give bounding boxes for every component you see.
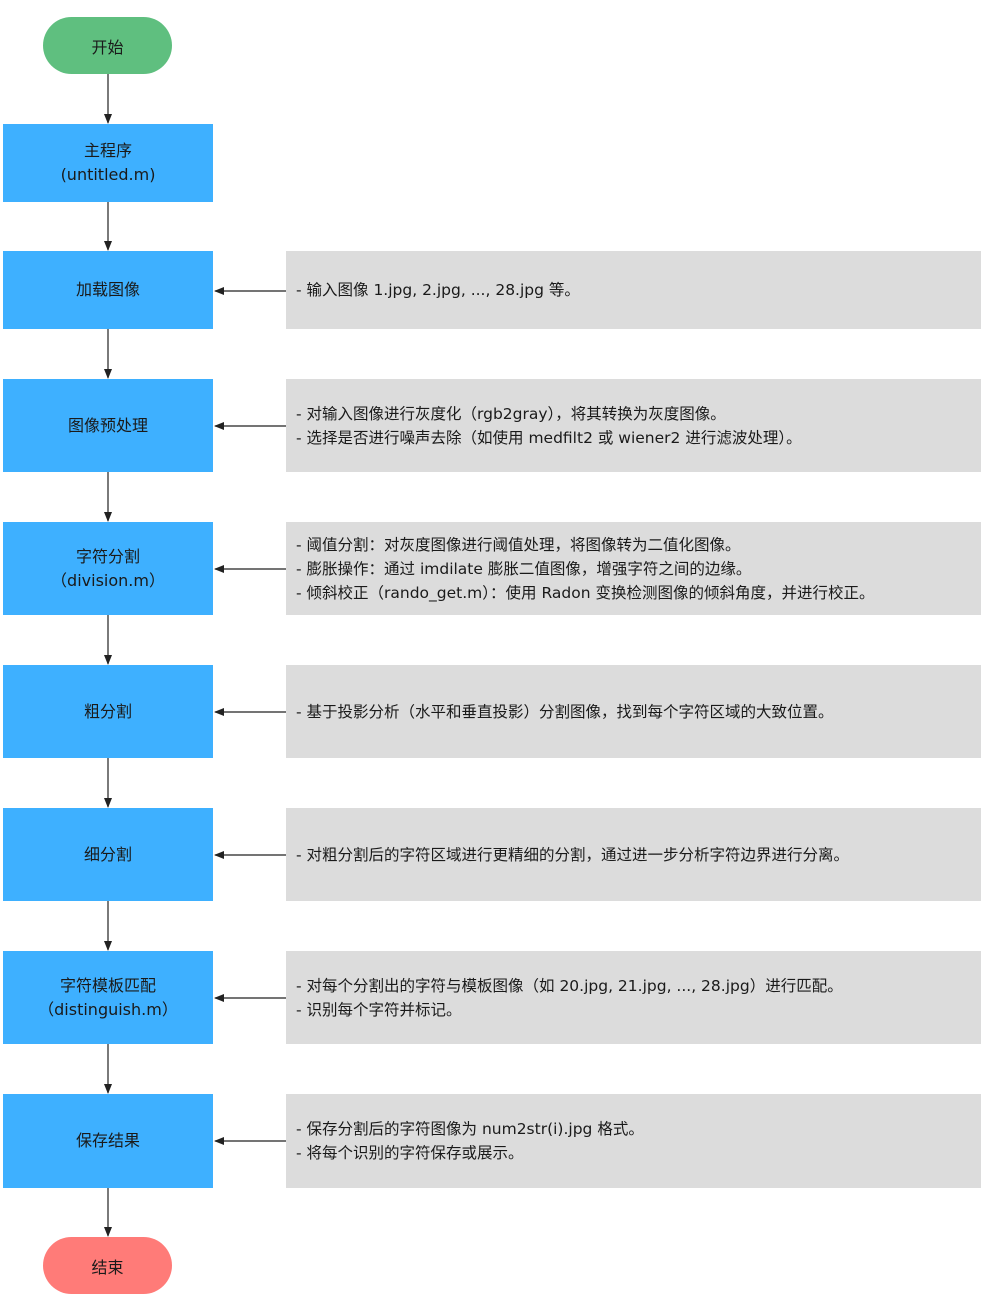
note-fine-segmentation: - 对粗分割后的字符区域进行更精细的分割，通过进一步分析字符边界进行分离。	[286, 808, 981, 901]
step-char-segmentation: 字符分割 （division.m）	[3, 522, 213, 615]
step-title: 加载图像	[75, 280, 140, 299]
step-title: 保存结果	[75, 1131, 140, 1150]
note-load-image: - 输入图像 1.jpg, 2.jpg, ..., 28.jpg 等。	[286, 251, 981, 329]
note-line: - 识别每个字符并标记。	[296, 1000, 462, 1019]
note-coarse-segmentation: - 基于投影分析（水平和垂直投影）分割图像，找到每个字符区域的大致位置。	[286, 665, 981, 758]
step-main-program: 主程序 (untitled.m)	[3, 124, 213, 202]
start-label: 开始	[91, 37, 124, 57]
note-line: - 对粗分割后的字符区域进行更精细的分割，通过进一步分析字符边界进行分离。	[296, 845, 850, 864]
step-save-results: 保存结果	[3, 1094, 213, 1188]
step-title: 图像预处理	[67, 415, 148, 435]
step-template-matching: 字符模板匹配 （distinguish.m）	[3, 951, 213, 1044]
note-preprocess: - 对输入图像进行灰度化（rgb2gray），将其转换为灰度图像。 - 选择是否…	[286, 379, 981, 472]
step-load-image: 加载图像	[3, 251, 213, 329]
step-title: 字符分割	[75, 546, 140, 566]
step-title: 细分割	[83, 844, 132, 864]
note-line: - 对输入图像进行灰度化（rgb2gray），将其转换为灰度图像。	[296, 404, 726, 423]
note-line: - 对每个分割出的字符与模板图像（如 20.jpg, 21.jpg, ..., …	[296, 976, 843, 995]
step-coarse-segmentation: 粗分割	[3, 665, 213, 758]
note-char-segmentation: - 阈值分割：对灰度图像进行阈值处理，将图像转为二值化图像。 - 膨胀操作：通过…	[286, 522, 981, 615]
note-line: - 将每个识别的字符保存或展示。	[296, 1144, 524, 1162]
step-subtitle: (untitled.m)	[60, 165, 156, 184]
start-node: 开始	[43, 17, 172, 74]
note-line: - 膨胀操作：通过 imdilate 膨胀二值图像，增强字符之间的边缘。	[296, 559, 752, 578]
note-save-results: - 保存分割后的字符图像为 num2str(i).jpg 格式。 - 将每个识别…	[286, 1094, 981, 1188]
note-line: - 选择是否进行噪声去除（如使用 medfilt2 或 wiener2 进行滤波…	[296, 428, 802, 447]
note-line: - 阈值分割：对灰度图像进行阈值处理，将图像转为二值化图像。	[296, 535, 741, 554]
note-line: - 倾斜校正（rando_get.m）：使用 Radon 变换检测图像的倾斜角度…	[296, 583, 875, 602]
step-fine-segmentation: 细分割	[3, 808, 213, 901]
step-preprocess: 图像预处理	[3, 379, 213, 472]
note-line: - 输入图像 1.jpg, 2.jpg, ..., 28.jpg 等。	[296, 281, 580, 299]
step-subtitle: （distinguish.m）	[38, 999, 178, 1019]
note-line: - 基于投影分析（水平和垂直投影）分割图像，找到每个字符区域的大致位置。	[296, 702, 834, 721]
end-node: 结束	[43, 1237, 172, 1294]
step-title: 主程序	[83, 141, 132, 160]
step-title: 字符模板匹配	[59, 975, 156, 995]
end-label: 结束	[91, 1257, 124, 1277]
note-line: - 保存分割后的字符图像为 num2str(i).jpg 格式。	[296, 1120, 644, 1138]
note-template-matching: - 对每个分割出的字符与模板图像（如 20.jpg, 21.jpg, ..., …	[286, 951, 981, 1044]
step-subtitle: （division.m）	[51, 570, 165, 590]
step-title: 粗分割	[83, 701, 132, 721]
